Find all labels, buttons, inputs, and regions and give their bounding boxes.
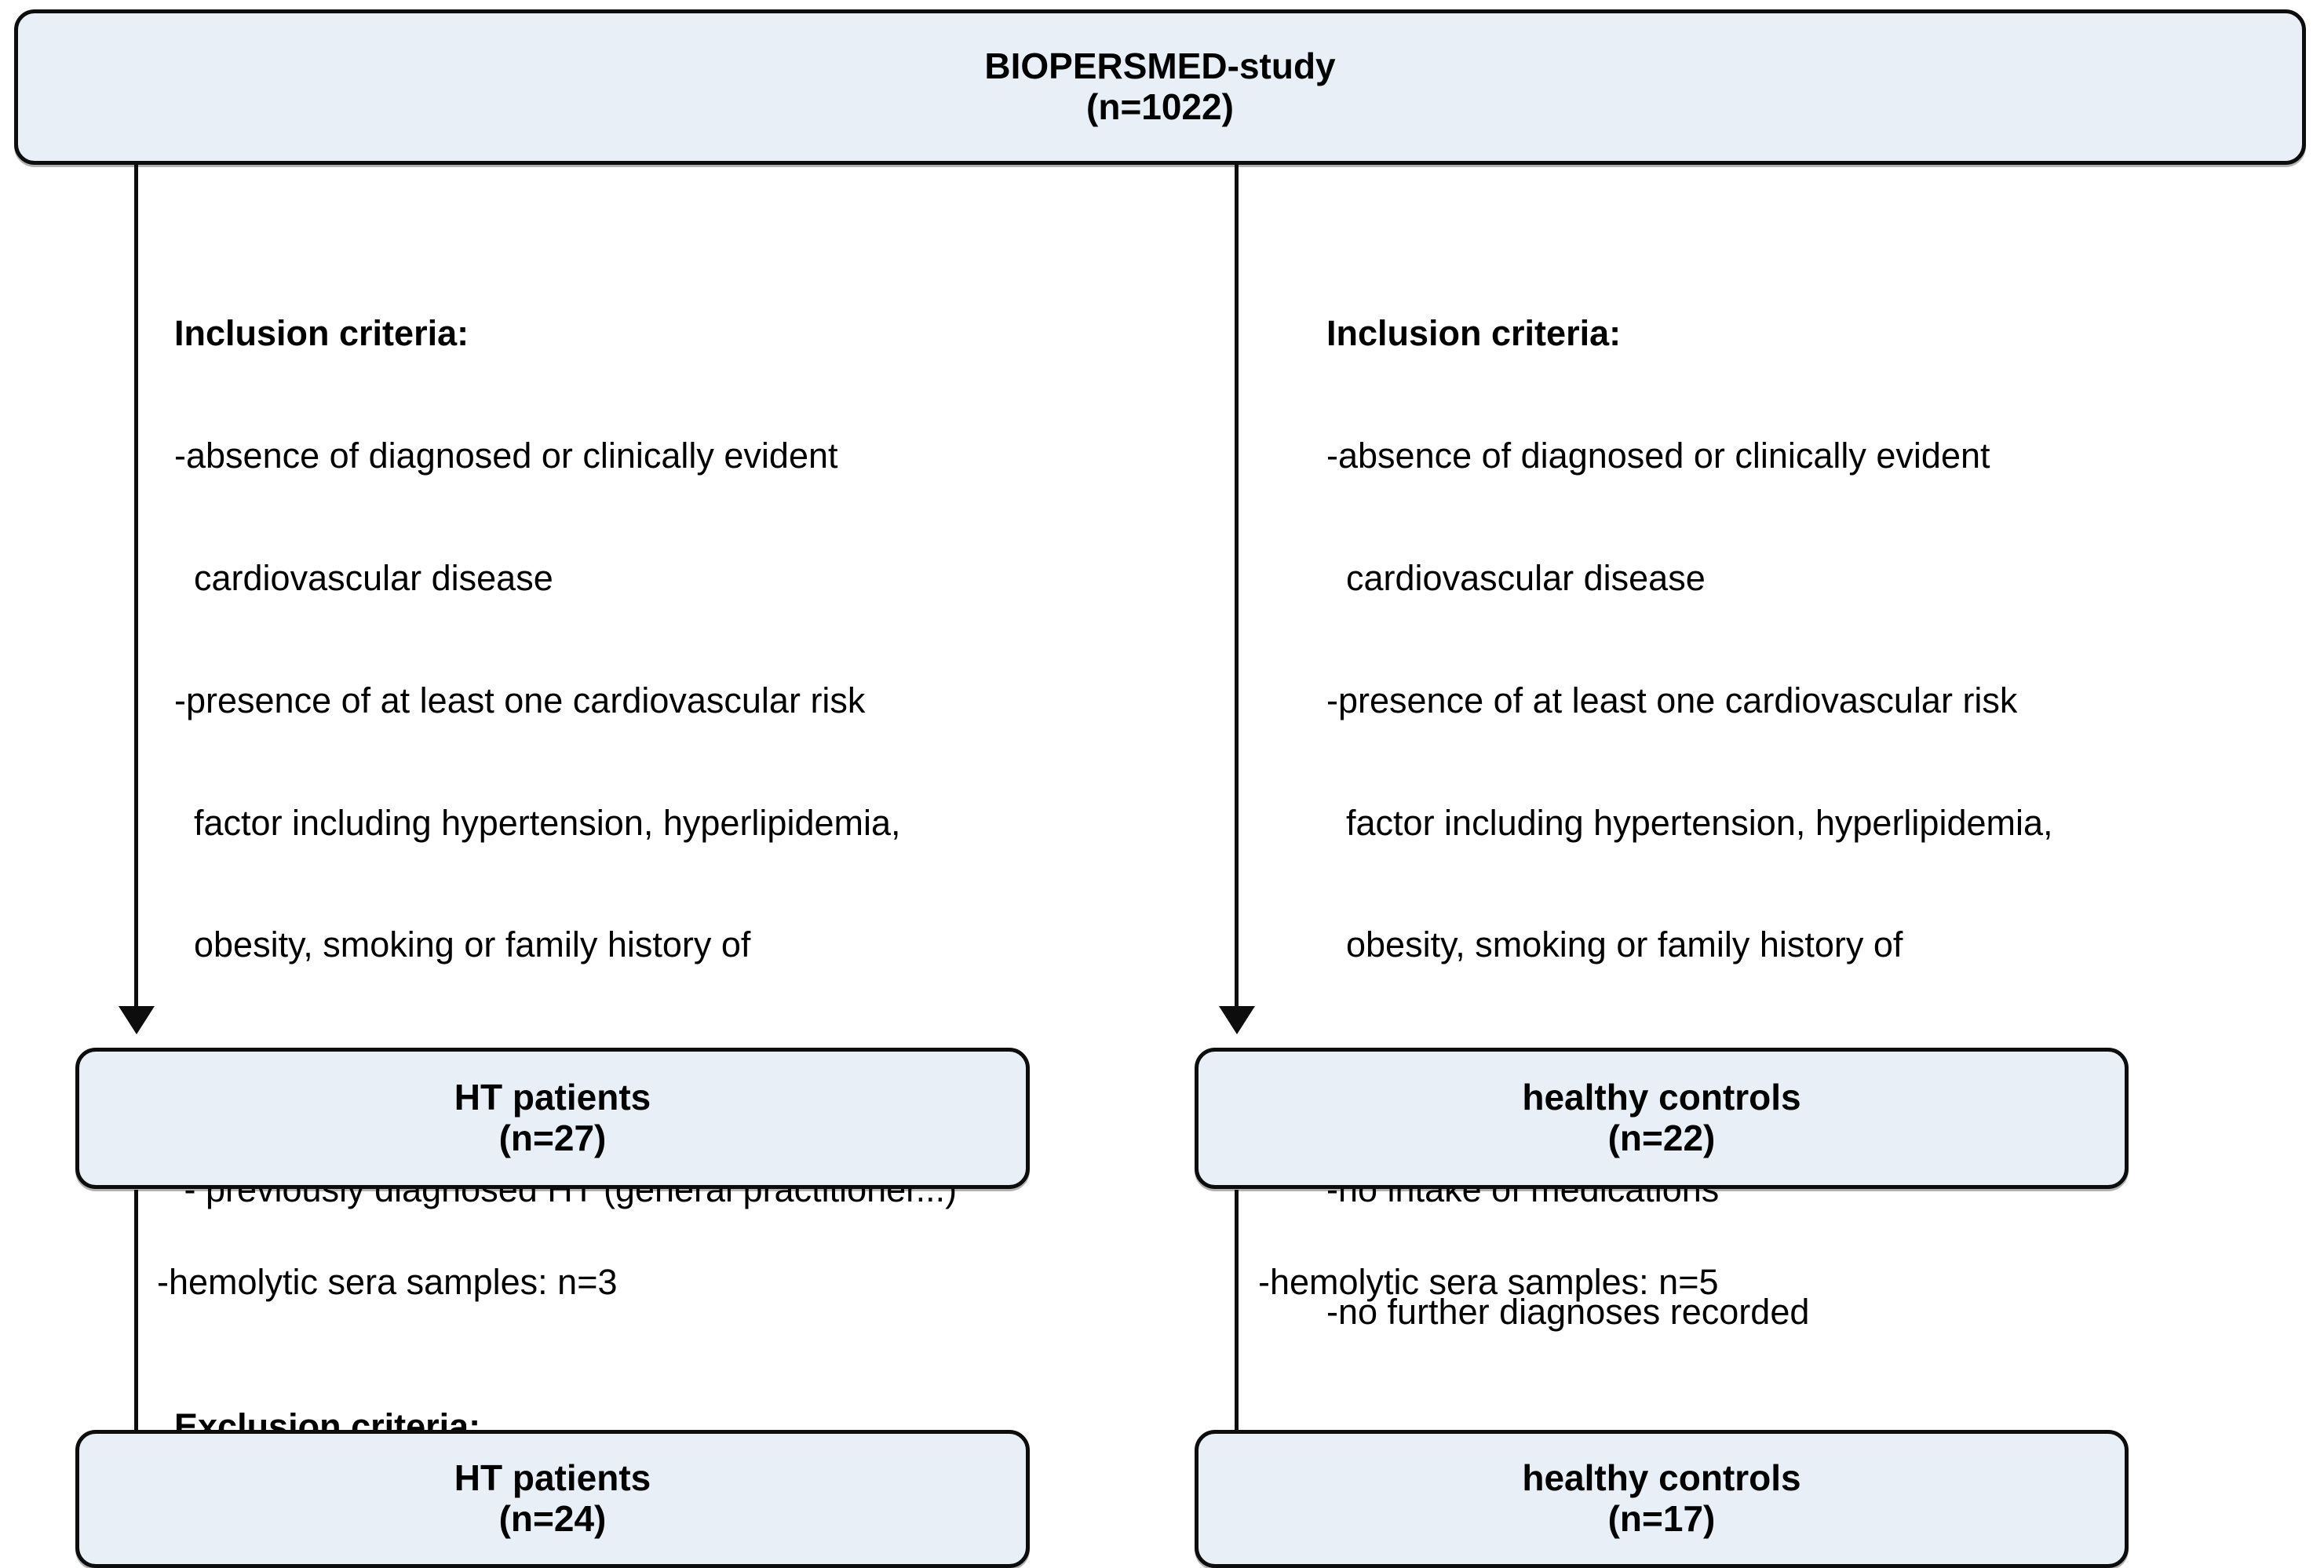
node-ht-24-count: (n=24) bbox=[498, 1498, 607, 1539]
left-inclusion-line-2: -presence of at least one cardiovascular… bbox=[174, 680, 866, 720]
left-inclusion-line-4: obesity, smoking or family history of bbox=[174, 924, 751, 965]
left-inclusion-heading: Inclusion criteria: bbox=[174, 312, 469, 353]
left-inclusion-line-0: -absence of diagnosed or clinically evid… bbox=[174, 435, 838, 476]
left-inclusion-line-1: cardiovascular disease bbox=[174, 557, 553, 598]
arrowhead-icon-left bbox=[119, 1006, 155, 1034]
right-inclusion-line-2: -presence of at least one cardiovascular… bbox=[1326, 680, 2018, 720]
node-ht-24-title: HT patients bbox=[454, 1457, 651, 1499]
node-root-title: BIOPERSMED-study bbox=[984, 46, 1336, 87]
right-inclusion-line-0: -absence of diagnosed or clinically evid… bbox=[1326, 435, 1990, 476]
node-hc-22-count: (n=22) bbox=[1607, 1118, 1716, 1158]
node-ht-27-title: HT patients bbox=[454, 1077, 651, 1118]
edge-label-left-hemolytic: -hemolytic sera samples: n=3 bbox=[157, 1262, 618, 1302]
node-root-count: (n=1022) bbox=[1086, 86, 1234, 127]
edge-label-right-hemolytic: -hemolytic sera samples: n=5 bbox=[1258, 1262, 1719, 1302]
right-inclusion-line-7: -no further diagnoses recorded bbox=[1326, 1292, 1810, 1333]
left-criteria-block: Inclusion criteria: -absence of diagnose… bbox=[174, 232, 957, 1568]
right-inclusion-line-4: obesity, smoking or family history of bbox=[1326, 924, 1903, 965]
node-healthy-controls-17: healthy controls (n=17) bbox=[1195, 1430, 2129, 1568]
node-healthy-controls-22: healthy controls (n=22) bbox=[1195, 1048, 2129, 1189]
arrowhead-icon-right bbox=[1219, 1006, 1255, 1034]
node-hc-17-count: (n=17) bbox=[1607, 1498, 1716, 1539]
node-hc-22-title: healthy controls bbox=[1522, 1077, 1801, 1118]
connector-root-to-ht27 bbox=[134, 165, 138, 1006]
connector-ht27-to-ht24 bbox=[134, 1190, 138, 1433]
right-inclusion-line-1: cardiovascular disease bbox=[1326, 557, 1706, 598]
node-ht-patients-27: HT patients (n=27) bbox=[75, 1048, 1030, 1189]
node-ht-27-count: (n=27) bbox=[498, 1118, 607, 1158]
left-inclusion-line-3: factor including hypertension, hyperlipi… bbox=[174, 802, 901, 843]
node-hc-17-title: healthy controls bbox=[1522, 1457, 1801, 1499]
right-inclusion-line-3: factor including hypertension, hyperlipi… bbox=[1326, 802, 2053, 843]
right-criteria-block: Inclusion criteria: -absence of diagnose… bbox=[1326, 232, 2053, 1414]
node-biopersmed-study: BIOPERSMED-study (n=1022) bbox=[14, 9, 2306, 165]
node-ht-patients-24: HT patients (n=24) bbox=[75, 1430, 1030, 1568]
right-inclusion-heading: Inclusion criteria: bbox=[1326, 312, 1622, 353]
connector-root-to-hc22 bbox=[1235, 165, 1239, 1006]
connector-hc22-to-hc17 bbox=[1235, 1190, 1239, 1433]
